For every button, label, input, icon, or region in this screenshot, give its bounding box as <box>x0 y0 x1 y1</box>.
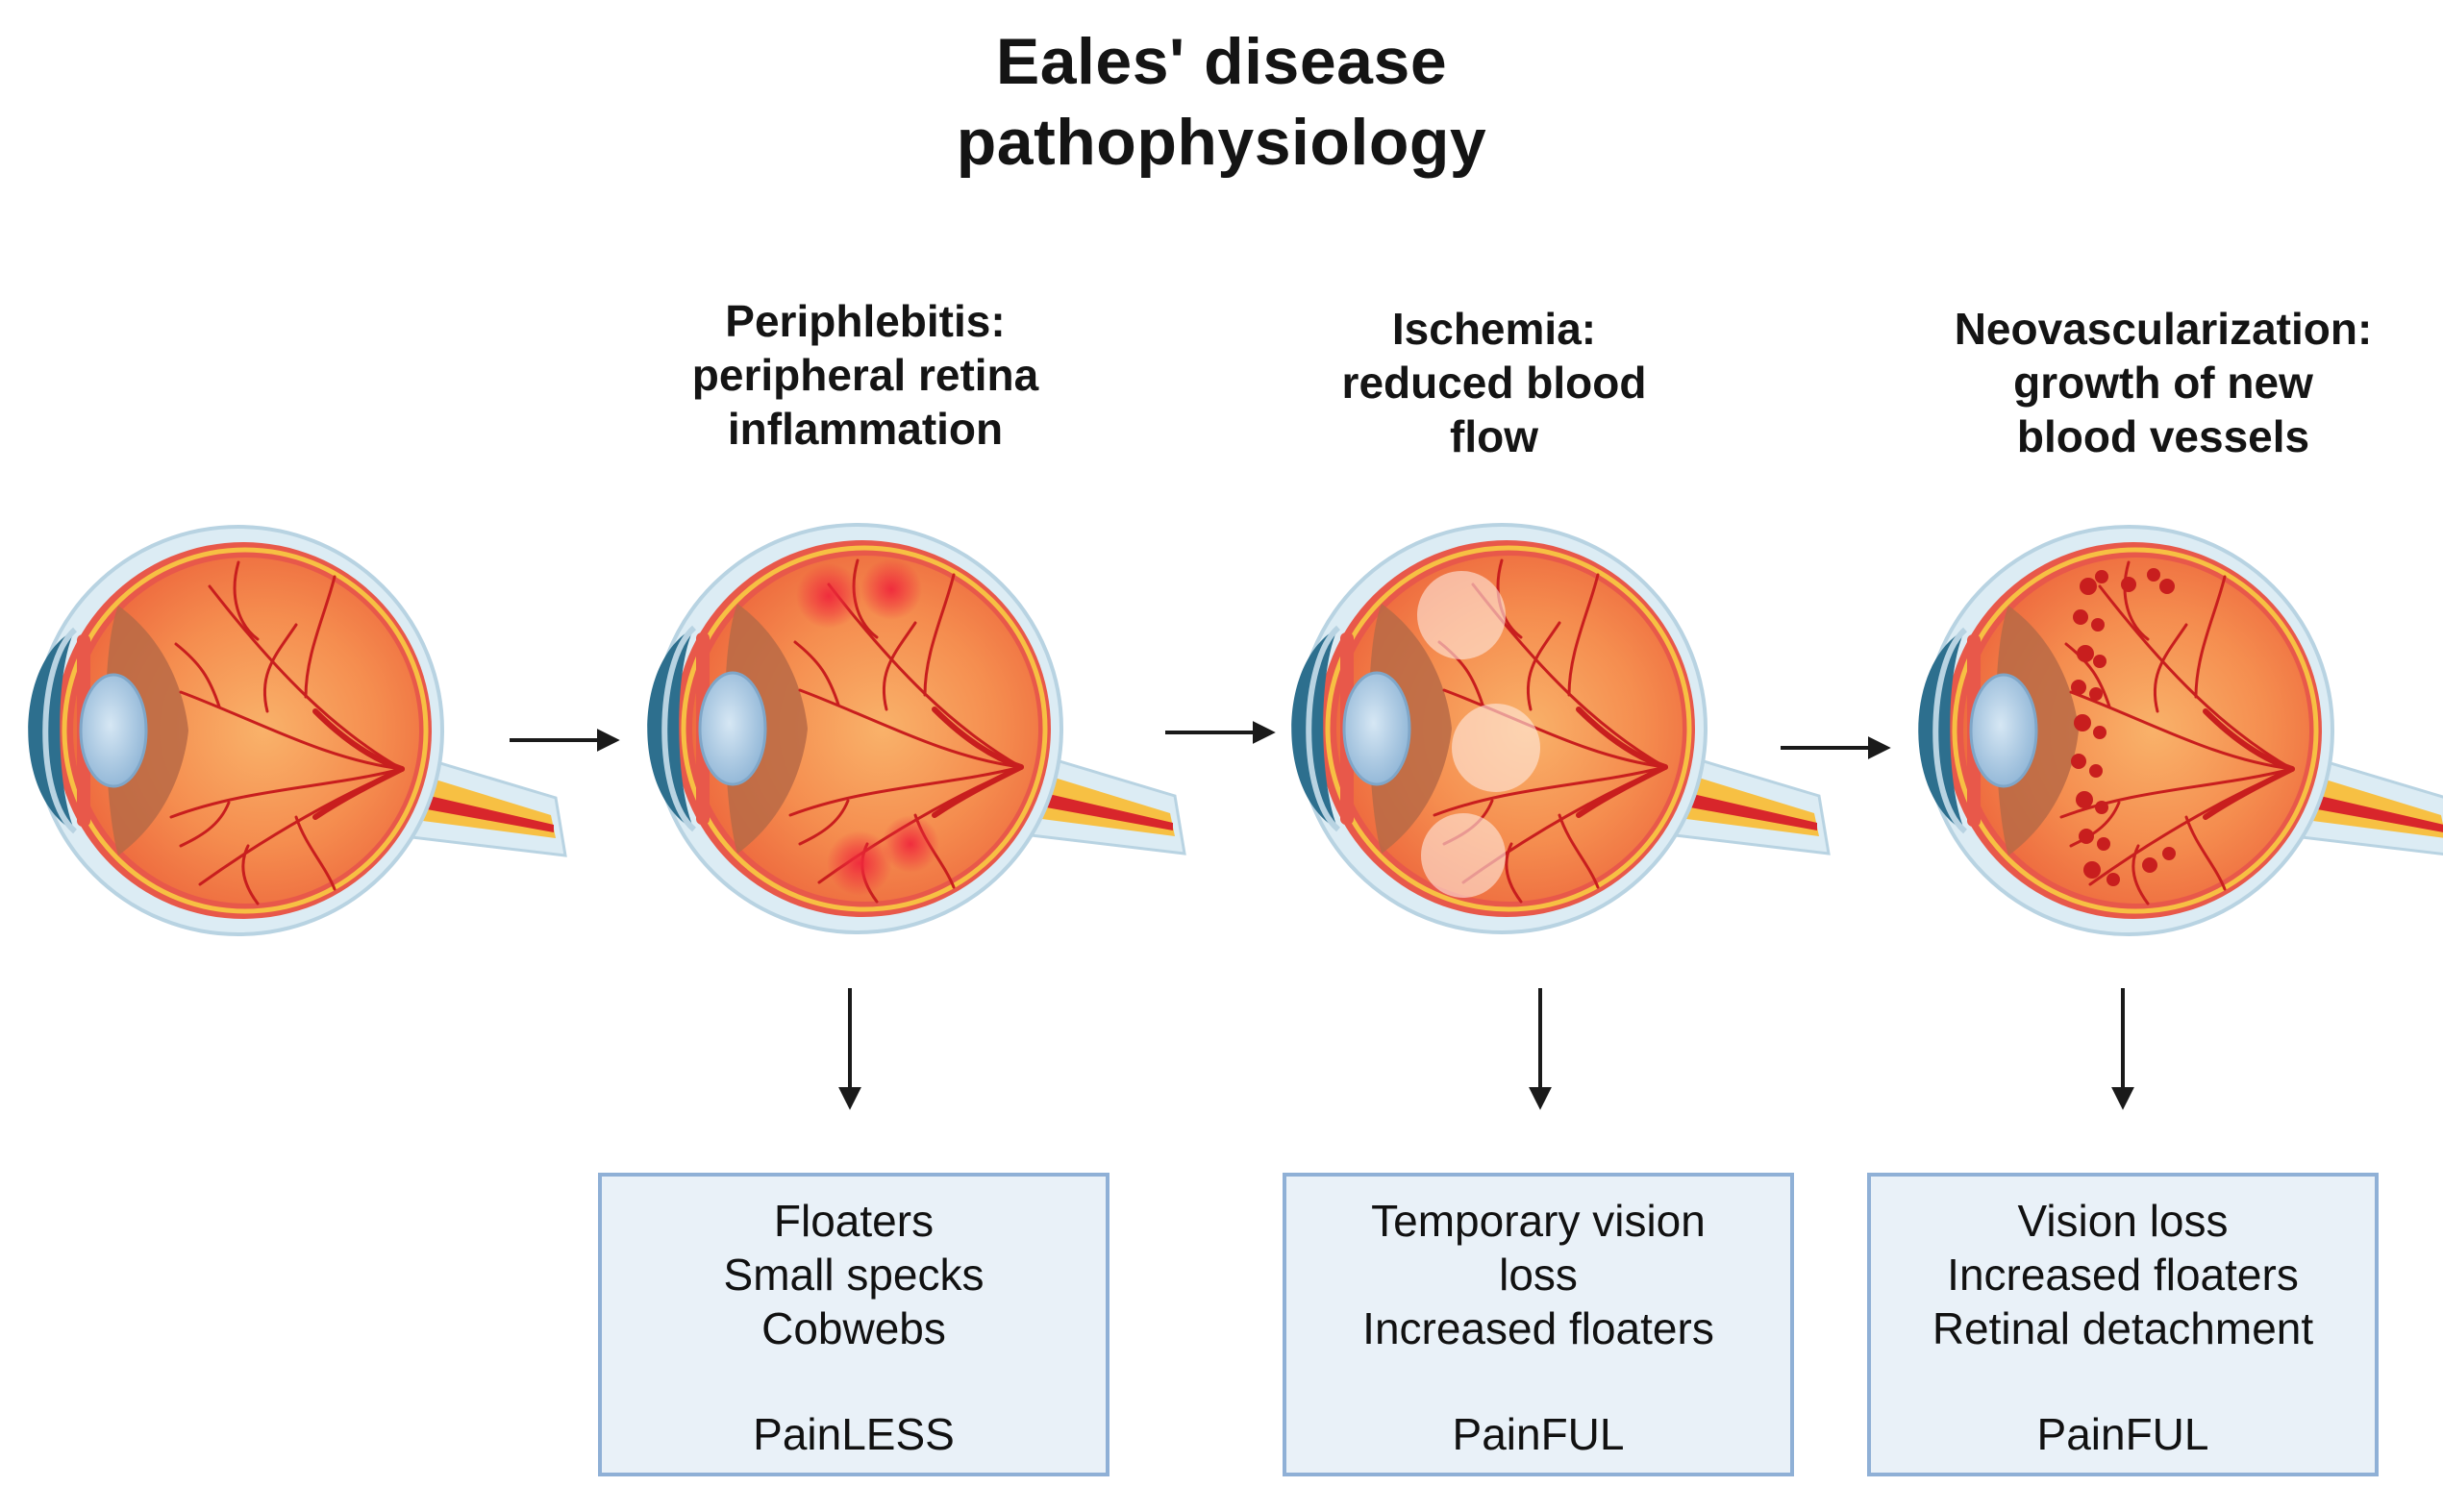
stage-heading-line: blood vessels <box>2016 411 2310 461</box>
title-line-1: Eales' disease <box>995 25 1448 98</box>
stage-heading-line: Neovascularization: <box>1954 304 2373 354</box>
periphlebitis-eye <box>647 525 1184 932</box>
new-vessel-clusters <box>2071 568 2176 886</box>
pain-label: PainFUL <box>1452 1409 1625 1459</box>
stage-heading-line: Periphlebitis: <box>725 296 1006 346</box>
symptom-box-neovascularization: Vision loss Increased floaters Retinal d… <box>1867 1173 2379 1476</box>
stage-heading-line: flow <box>1450 411 1538 461</box>
stage-heading-neovascularization: Neovascularization: growth of new blood … <box>1894 302 2432 463</box>
neovascularization-eye <box>1918 527 2443 934</box>
stage-heading-ischemia: Ischemia: reduced blood flow <box>1225 302 1763 463</box>
stage-heading-line: peripheral retina <box>691 350 1039 400</box>
symptom-line: Increased floaters <box>1362 1303 1714 1353</box>
diagram-title: Eales' disease pathophysiology <box>0 21 2443 183</box>
inflammation-spot <box>796 563 861 629</box>
symptom-line: Floaters <box>773 1196 935 1246</box>
stage-heading-line: reduced blood <box>1341 358 1647 408</box>
symptom-line: Cobwebs <box>761 1303 946 1353</box>
symptom-line: Vision loss <box>2017 1196 2229 1246</box>
symptom-line: Retinal detachment <box>1932 1303 2314 1353</box>
pain-label: PainFUL <box>2036 1409 2209 1459</box>
inflammation-spot <box>860 558 922 620</box>
stage-heading-periphlebitis: Periphlebitis: peripheral retina inflamm… <box>596 294 1134 456</box>
symptom-line: Small specks <box>723 1250 985 1300</box>
symptom-line: loss <box>1499 1250 1578 1300</box>
stage-heading-line: growth of new <box>2013 358 2313 408</box>
ischemic-patch <box>1417 571 1506 659</box>
ischemia-eye <box>1291 525 1829 932</box>
ischemic-patch <box>1421 813 1506 898</box>
symptom-line: Temporary vision <box>1371 1196 1706 1246</box>
pain-label: PainLESS <box>753 1409 955 1459</box>
normal-eye <box>28 527 565 934</box>
title-line-2: pathophysiology <box>956 106 1487 179</box>
symptom-line: Increased floaters <box>1947 1250 2299 1300</box>
symptom-box-periphlebitis: Floaters Small specks Cobwebs PainLESS <box>598 1173 1109 1476</box>
stage-heading-line: Ischemia: <box>1391 304 1597 354</box>
inflammation-spot <box>882 815 939 873</box>
ischemic-patch <box>1452 704 1540 792</box>
stage-heading-line: inflammation <box>727 404 1004 454</box>
symptom-box-ischemia: Temporary vision loss Increased floaters… <box>1283 1173 1794 1476</box>
inflammation-spot <box>827 830 892 896</box>
